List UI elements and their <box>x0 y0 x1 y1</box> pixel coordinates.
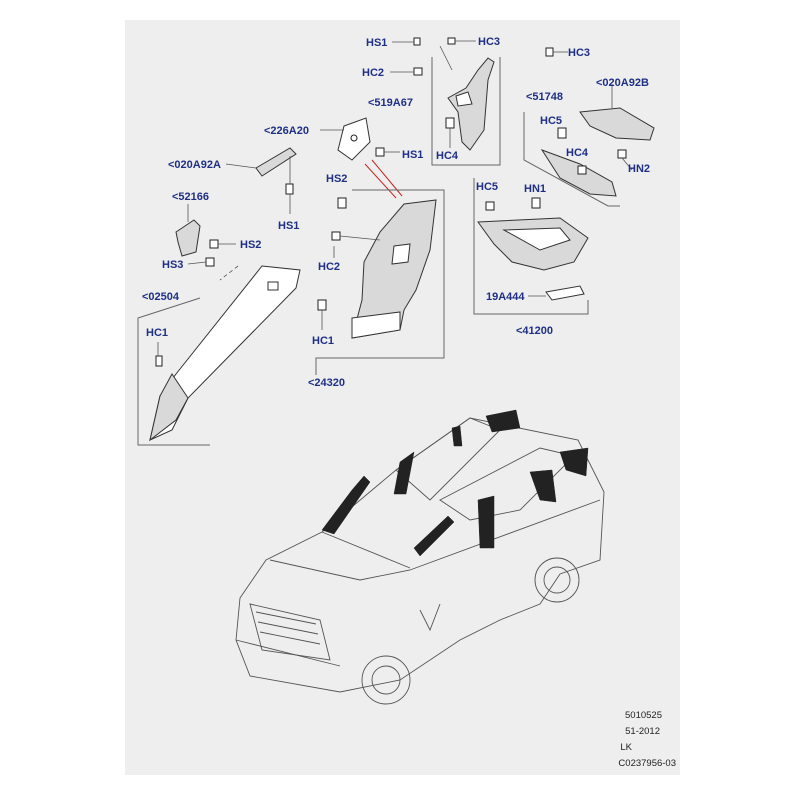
front-wheel <box>361 655 411 705</box>
label-hs2-mid: HS2 <box>326 173 347 185</box>
label-hs1-top: HS1 <box>366 37 387 49</box>
label-hs1-left: HS1 <box>278 220 299 232</box>
ref-line-4: C0237956-03 <box>618 758 676 769</box>
label-hc3-right: HC3 <box>568 47 590 59</box>
highlight-b-pillar-lower <box>477 495 495 549</box>
clip-hs1-top <box>413 37 421 46</box>
label-519a67: <519A67 <box>368 97 413 109</box>
label-020a92b: <020A92B <box>596 77 649 89</box>
bracket-020a92a <box>225 147 297 214</box>
ref-line-1: 5010525 <box>625 710 662 721</box>
ref-line-3: LK <box>620 742 632 753</box>
label-24320: <24320 <box>308 377 345 389</box>
highlight-a-pillar <box>321 475 371 535</box>
highlight-d-pillar <box>559 447 589 477</box>
rear-wheel <box>534 557 580 603</box>
highlight-roof-rear <box>485 409 521 433</box>
label-hc5-box: HC5 <box>476 181 498 193</box>
diagram-sheet <box>125 20 680 775</box>
label-41200: <41200 <box>516 325 553 337</box>
box-02504 <box>137 265 301 446</box>
box-51748 <box>523 47 655 207</box>
label-hs1-mid: HS1 <box>402 149 423 161</box>
label-hc3-top: HC3 <box>478 36 500 48</box>
vehicle-illustration <box>235 409 605 705</box>
label-52166: <52166 <box>172 191 209 203</box>
reference-block: 5010525 51-2012 LK C0237956-03 <box>618 710 676 769</box>
label-hs3-left: HS3 <box>162 259 183 271</box>
label-hc5-right: HC5 <box>540 115 562 127</box>
clip-hc4-mid <box>445 117 455 129</box>
label-hc2-top: HC2 <box>362 67 384 79</box>
label-51748: <51748 <box>526 91 563 103</box>
bracket-52166 <box>175 204 236 267</box>
label-226a20: <226A20 <box>264 125 309 137</box>
box-41200 <box>473 178 589 315</box>
top-center-group <box>390 37 501 166</box>
c-pillar-trim <box>579 107 655 141</box>
highlight-c-pillar <box>529 469 557 503</box>
label-hn1: HN1 <box>524 183 546 195</box>
label-hc2-mid: HC2 <box>318 261 340 273</box>
label-hc1-left: HC1 <box>146 327 168 339</box>
label-hc4-right: HC4 <box>566 147 589 159</box>
clip-hc2-top <box>413 67 423 76</box>
clip-hc3-top <box>447 37 456 45</box>
label-02504: <02504 <box>142 291 180 303</box>
label-hs2-left: HS2 <box>240 239 261 251</box>
label-hc1-mid: HC1 <box>312 335 334 347</box>
label-19a444: 19A444 <box>486 291 525 303</box>
bracket-226a20 <box>320 117 403 199</box>
label-hn2: HN2 <box>628 163 650 175</box>
highlight-b-pillar <box>393 451 415 495</box>
ref-line-2: 51-2012 <box>625 726 660 737</box>
label-020a92a: <020A92A <box>168 159 221 171</box>
vehicle-body <box>235 417 605 693</box>
label-hc4-mid: HC4 <box>436 150 459 162</box>
box-24320 <box>315 189 445 375</box>
